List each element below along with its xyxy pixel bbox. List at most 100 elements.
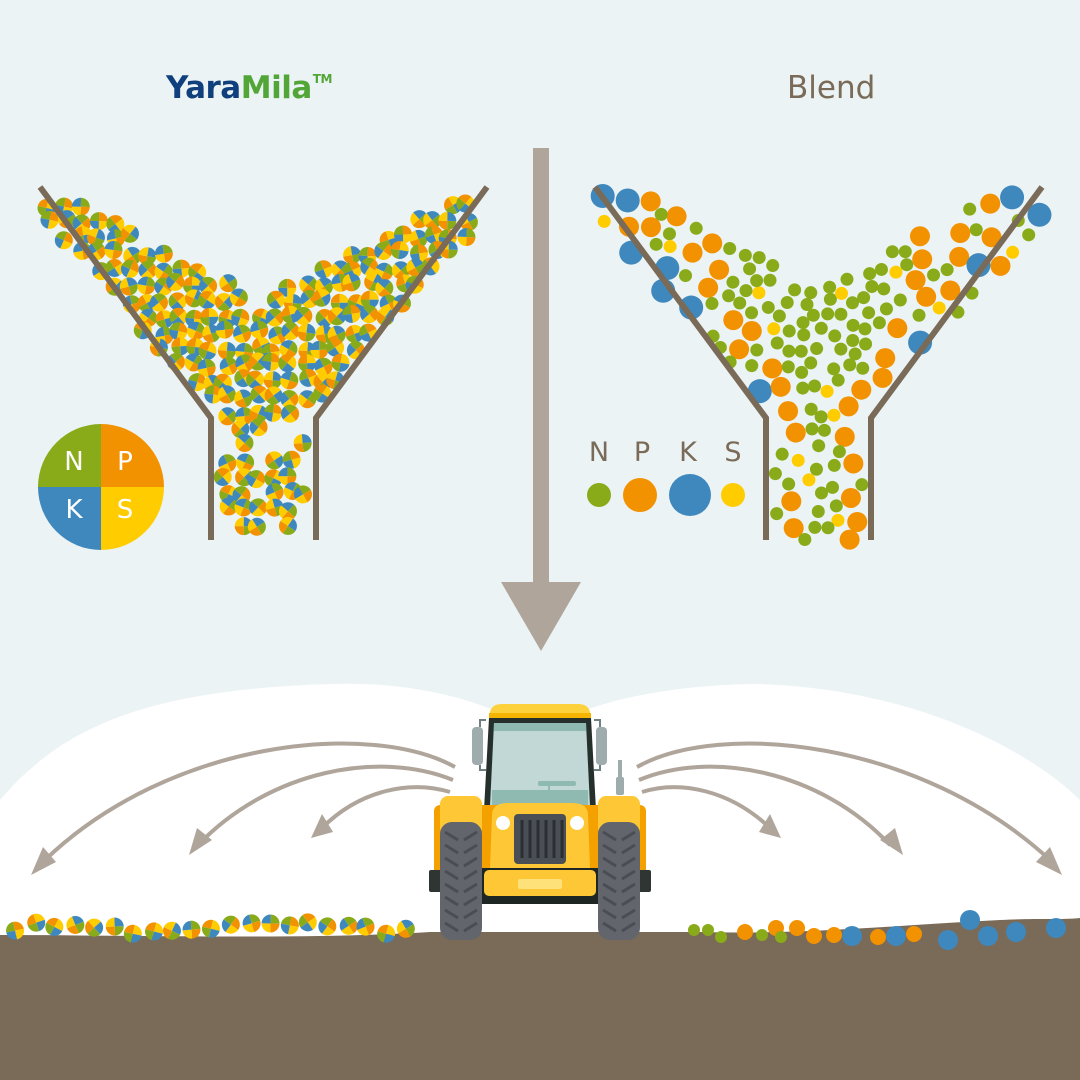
compound-granule <box>457 228 476 247</box>
compound-granule <box>265 308 284 327</box>
n-granule <box>804 402 818 416</box>
compound-granule <box>339 916 358 935</box>
k-granule <box>1000 185 1025 210</box>
compound-granule <box>235 434 254 453</box>
n-granule <box>662 227 676 241</box>
n-granule <box>863 267 877 281</box>
n-granule <box>843 358 857 372</box>
n-granule <box>912 308 926 322</box>
n-granule <box>825 480 839 494</box>
n-granule <box>809 462 823 476</box>
pie-segment-p <box>101 424 164 487</box>
n-granule <box>770 507 784 521</box>
n-granule <box>865 279 879 293</box>
n-granule <box>823 280 837 294</box>
p-granule <box>666 206 687 227</box>
compound-granule <box>71 197 90 216</box>
compound-granule <box>6 921 25 940</box>
compound-granule <box>438 211 457 230</box>
compound-granule <box>217 341 236 360</box>
compound-granule <box>247 517 266 536</box>
compound-granule <box>249 418 268 437</box>
compound-granule <box>264 403 283 422</box>
n-granule <box>688 924 700 936</box>
p-granule <box>916 286 937 307</box>
compound-granule <box>120 259 139 278</box>
n-granule <box>780 296 794 310</box>
spread-arrow-right-far <box>636 741 1052 862</box>
n-granule <box>848 347 862 361</box>
n-granule <box>796 381 810 395</box>
n-granule <box>1022 228 1036 242</box>
p-granule <box>839 529 860 550</box>
compound-granule <box>297 323 316 342</box>
n-granule <box>739 284 753 298</box>
n-granule <box>702 924 714 936</box>
n-granule <box>814 486 828 500</box>
p-granule <box>789 920 805 936</box>
n-granule <box>750 343 764 357</box>
tire-right <box>598 822 640 940</box>
k-granule <box>1027 202 1052 227</box>
compound-granule <box>262 352 281 371</box>
spread-arrows <box>43 741 1052 862</box>
k-granule <box>908 330 933 355</box>
s-granule <box>597 214 611 228</box>
p-granule <box>826 927 842 943</box>
compound-granule <box>360 305 379 324</box>
compound-granule <box>233 324 252 343</box>
blend-title: Blend <box>787 70 876 106</box>
headlight-right <box>570 816 584 830</box>
n-granule <box>969 223 983 237</box>
pie-segment-s <box>101 487 164 550</box>
pie-label-n: N <box>64 447 83 477</box>
compound-granule <box>266 290 285 309</box>
brand-yara: Yara <box>166 70 241 106</box>
legend-dot-s <box>721 483 745 507</box>
p-granule <box>870 929 886 945</box>
compound-granule <box>250 320 269 339</box>
k-granule <box>886 926 906 946</box>
compound-granule <box>281 322 300 341</box>
p-granule <box>709 259 730 280</box>
n-granule <box>963 202 977 216</box>
blend-hopper <box>592 185 1045 540</box>
compound-granule <box>198 341 217 360</box>
n-granule <box>811 504 825 518</box>
n-granule <box>782 344 796 358</box>
compound-granule <box>265 483 284 502</box>
compound-granule <box>229 288 248 307</box>
n-granule <box>768 467 782 481</box>
n-granule <box>733 296 747 310</box>
compound-granule <box>66 915 85 934</box>
n-granule <box>705 297 719 311</box>
compound-granule <box>123 924 142 943</box>
p-granule <box>875 348 896 369</box>
n-granule <box>831 373 845 387</box>
p-granule <box>990 255 1011 276</box>
compound-granule <box>280 916 299 935</box>
n-granule <box>845 296 859 310</box>
compound-granule <box>168 292 187 311</box>
n-granule <box>798 532 812 546</box>
n-granule <box>654 207 668 221</box>
compound-granule <box>197 358 216 377</box>
n-granule <box>827 458 841 472</box>
compound-granule <box>145 922 164 941</box>
p-granule <box>640 217 661 238</box>
p-granule <box>840 487 861 508</box>
compound-granule <box>278 278 297 297</box>
pie-label-p: P <box>117 447 133 477</box>
s-granule <box>831 513 845 527</box>
compound-granule <box>219 497 238 516</box>
p-granule <box>785 422 806 443</box>
n-granule <box>743 262 757 276</box>
compound-granule <box>394 225 413 244</box>
n-granule <box>858 322 872 336</box>
compound-granule <box>215 320 234 339</box>
compound-granule <box>264 386 283 405</box>
p-granule <box>702 233 723 254</box>
p-granule <box>806 928 822 944</box>
n-granule <box>834 307 848 321</box>
